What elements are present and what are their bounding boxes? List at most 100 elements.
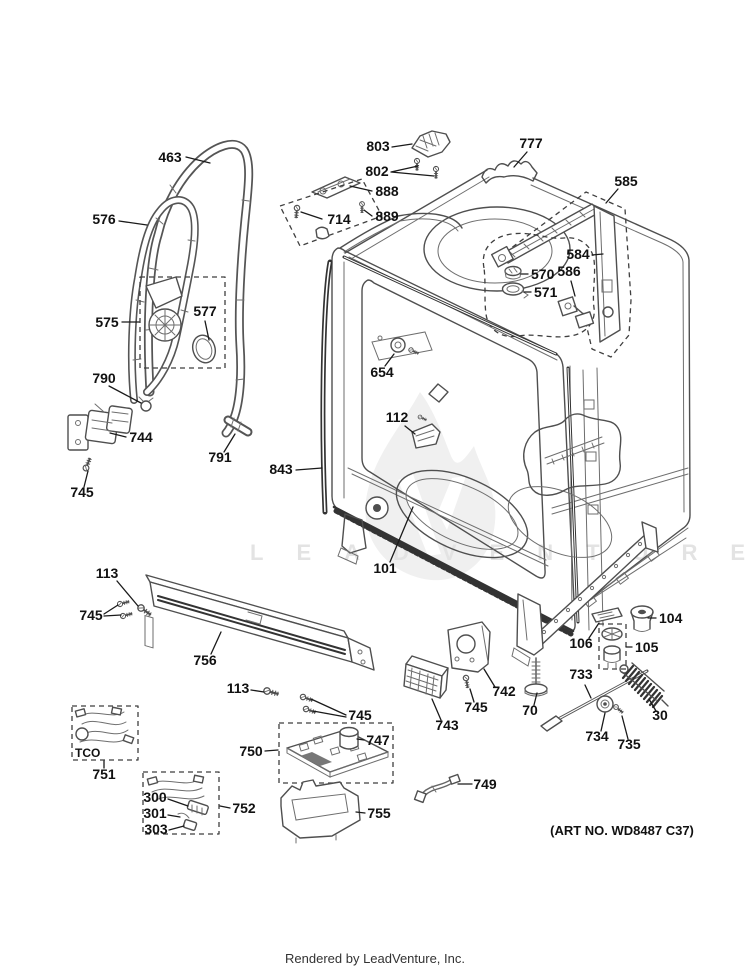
screw-745b2	[118, 610, 134, 621]
part-label-104: 104	[659, 610, 683, 626]
part-label-791: 791	[208, 449, 232, 465]
hardware-kit-714	[279, 178, 383, 247]
part-label-112: 112	[386, 409, 409, 425]
part-label-733: 733	[569, 666, 593, 682]
part-label-106: 106	[569, 635, 593, 651]
part-label-888: 888	[375, 183, 399, 199]
left-leg-bracket	[341, 513, 367, 554]
air-gap-box-575	[139, 276, 226, 369]
part-label-570: 570	[531, 266, 555, 282]
outer-case	[339, 160, 691, 630]
board-cover-755	[280, 779, 361, 844]
part-label-576: 576	[92, 211, 116, 227]
float-assembly-112	[411, 413, 441, 449]
foot-104	[630, 605, 654, 632]
harness-752	[142, 771, 220, 835]
part-label-tco: TCO	[75, 746, 100, 760]
tco-harness-751	[71, 705, 139, 761]
dispenser-hole	[428, 383, 449, 403]
screw-745c1	[298, 692, 315, 704]
screw-745b1	[115, 598, 131, 609]
part-label-301: 301	[143, 805, 167, 821]
screw-113b	[261, 685, 281, 699]
part-label-742: 742	[492, 683, 516, 699]
top-rail-assembly	[490, 191, 632, 358]
part-label-755: 755	[367, 805, 391, 821]
part-label-734: 734	[585, 728, 609, 744]
part-label-735: 735	[617, 736, 641, 752]
part-label-752: 752	[232, 800, 256, 816]
part-label-777: 777	[519, 135, 543, 151]
art-number: (ART NO. WD8487 C37)	[550, 823, 694, 838]
check-valve-803	[411, 130, 451, 158]
part-label-790: 790	[92, 370, 116, 386]
part-label-751: 751	[92, 766, 116, 782]
leveling-leg-70	[524, 657, 548, 697]
part-label-300: 300	[143, 789, 167, 805]
screw-735	[611, 702, 626, 716]
part-label-749: 749	[473, 776, 497, 792]
hose-clamp-790	[138, 396, 154, 412]
part-label-889: 889	[375, 208, 399, 224]
part-label-101: 101	[373, 560, 397, 576]
part-label-756: 756	[193, 652, 217, 668]
part-label-113: 113	[227, 680, 250, 696]
part-label-584: 584	[566, 246, 590, 262]
part-label-745: 745	[70, 484, 94, 500]
vent-cap-570	[504, 265, 522, 280]
hose-elbow-791	[223, 415, 253, 437]
base-leg-bracket	[516, 593, 544, 656]
bracket-106	[591, 607, 623, 623]
connector-303	[182, 819, 198, 831]
part-label-105: 105	[635, 639, 659, 655]
part-label-745: 745	[348, 707, 372, 723]
connector-300	[186, 799, 209, 816]
footer-credit: Rendered by LeadVenture, Inc.	[285, 951, 465, 966]
part-label-843: 843	[269, 461, 293, 477]
o-ring-577	[191, 334, 217, 364]
part-label-743: 743	[435, 717, 459, 733]
latch-586	[557, 296, 595, 329]
roller-kit-105	[598, 623, 627, 670]
harness-749	[413, 773, 461, 804]
spring-30	[619, 662, 669, 709]
screw-745c2	[301, 704, 318, 716]
part-label-113: 113	[96, 565, 119, 581]
pulley-734	[596, 695, 614, 713]
part-label-575: 575	[95, 314, 119, 330]
part-label-571: 571	[534, 284, 558, 300]
part-label-747: 747	[366, 732, 390, 748]
part-label-577: 577	[193, 303, 217, 319]
tub-front-frame	[320, 247, 613, 637]
part-label-30: 30	[652, 707, 668, 723]
screw-889	[358, 200, 366, 214]
grommet-kit-654	[371, 331, 433, 361]
part-label-70: 70	[522, 702, 538, 718]
flame-watermark-icon	[365, 392, 496, 581]
vent-clamp-571	[501, 282, 529, 299]
part-labels: 463 803 802 888 889 714 777 585 584 570 …	[70, 135, 682, 837]
part-label-585: 585	[614, 173, 638, 189]
water-valve-744	[67, 403, 133, 473]
wire-301	[177, 812, 190, 819]
screw-745d	[461, 673, 472, 690]
part-label-586: 586	[557, 263, 581, 279]
bracket-742	[447, 621, 491, 673]
screw-802b	[432, 165, 440, 180]
part-label-303: 303	[144, 821, 168, 837]
part-label-714: 714	[327, 211, 351, 227]
control-board-750	[278, 722, 394, 784]
part-label-745: 745	[79, 607, 103, 623]
part-label-803: 803	[366, 138, 390, 154]
access-panel-756	[144, 574, 375, 671]
junction-box-743	[403, 655, 449, 699]
part-label-654: 654	[370, 364, 394, 380]
part-label-750: 750	[239, 743, 263, 759]
capacitor-747	[339, 726, 359, 750]
side-channel-and-base	[511, 367, 659, 667]
part-label-802: 802	[365, 163, 389, 179]
screw-745	[81, 455, 94, 473]
part-label-463: 463	[158, 149, 182, 165]
